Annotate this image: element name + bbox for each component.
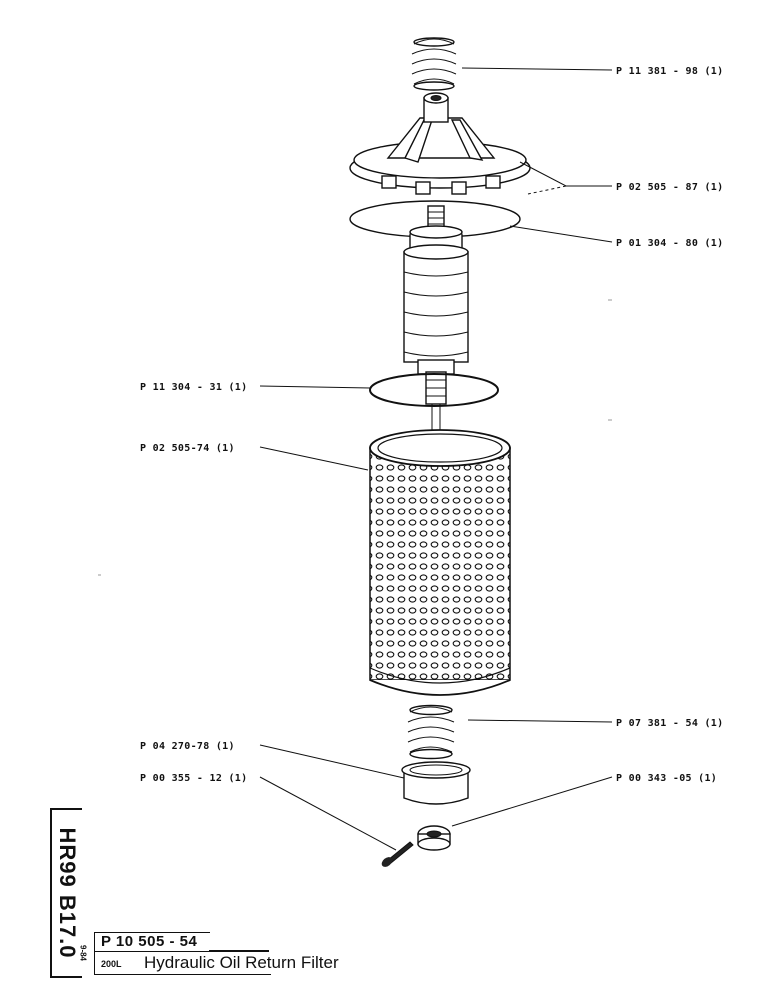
part-number-box: P 10 505 - 54 [94, 932, 210, 952]
callout-cover: P 02 505 - 87 (1) [616, 182, 723, 193]
spring-top-part [411, 37, 457, 91]
screw-part [381, 841, 414, 867]
cup-part [401, 761, 471, 805]
valve-stack-part [403, 205, 469, 405]
callout-screw: P 00 355 - 12 (1) [140, 773, 247, 784]
edition-label: 9-84 [78, 944, 88, 962]
diagram-title: Hydraulic Oil Return Filter [144, 953, 339, 972]
callout-filter-element: P 02 505-74 (1) [140, 443, 235, 454]
edition-box: 9-84 [74, 938, 92, 968]
callout-oring: P 11 304 - 31 (1) [140, 382, 247, 393]
part-number: P 10 505 - 54 [101, 933, 198, 950]
oring-part [369, 373, 499, 407]
title-row: 200L Hydraulic Oil Return Filter [94, 952, 339, 975]
callout-spring-top: P 11 381 - 98 (1) [616, 66, 723, 77]
callout-nut: P 00 343 -05 (1) [616, 773, 717, 784]
title-rule [209, 950, 269, 952]
filter-cover-part [349, 92, 531, 195]
sheet-id-box: HR99 B17.0 [50, 808, 82, 978]
callout-spring-bottom: P 07 381 - 54 (1) [616, 718, 723, 729]
spring-bottom-part [407, 704, 455, 760]
callout-cup: P 04 270-78 (1) [140, 741, 235, 752]
model-label: 200L [101, 959, 122, 969]
leader-lines [259, 67, 613, 851]
nut-part [417, 825, 451, 851]
filter-element-part [369, 429, 511, 696]
callout-gasket-top: P 01 304 - 80 (1) [616, 238, 723, 249]
